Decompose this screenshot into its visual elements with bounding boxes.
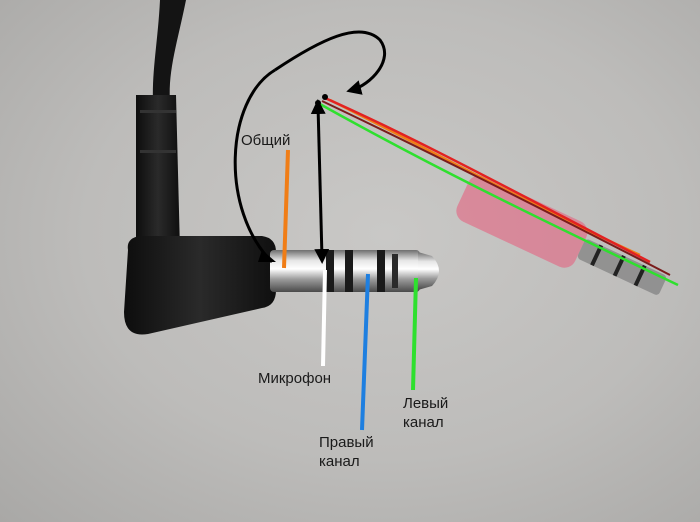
label-right-channel-line1: Правый — [319, 434, 374, 451]
wire-dark — [321, 100, 671, 276]
mic-pointer-line — [321, 269, 327, 367]
label-left-channel-line1: Левый — [403, 395, 449, 412]
wire-green — [317, 101, 679, 287]
cable — [152, 0, 186, 100]
arrow-common — [233, 68, 276, 264]
wire-red — [324, 96, 651, 264]
right-channel-pointer-line — [360, 273, 370, 431]
common-pointer-line — [282, 149, 290, 269]
strain-relief — [136, 95, 180, 250]
left-channel-pointer-line — [411, 277, 418, 391]
label-common: Общий — [241, 132, 291, 149]
arrow-loop — [274, 30, 387, 95]
arrow-mic — [310, 99, 330, 264]
label-left-channel-line2: канал — [403, 414, 444, 431]
label-left-channel: Левый канал — [403, 394, 448, 432]
label-right-channel: Правый канал — [319, 433, 374, 471]
plug-body — [124, 236, 276, 335]
label-right-channel-line2: канал — [319, 453, 360, 470]
metal-plug — [270, 250, 439, 292]
arrow-common-head — [258, 250, 276, 262]
transparent-plug — [456, 175, 667, 295]
label-microphone: Микрофон — [258, 370, 332, 387]
